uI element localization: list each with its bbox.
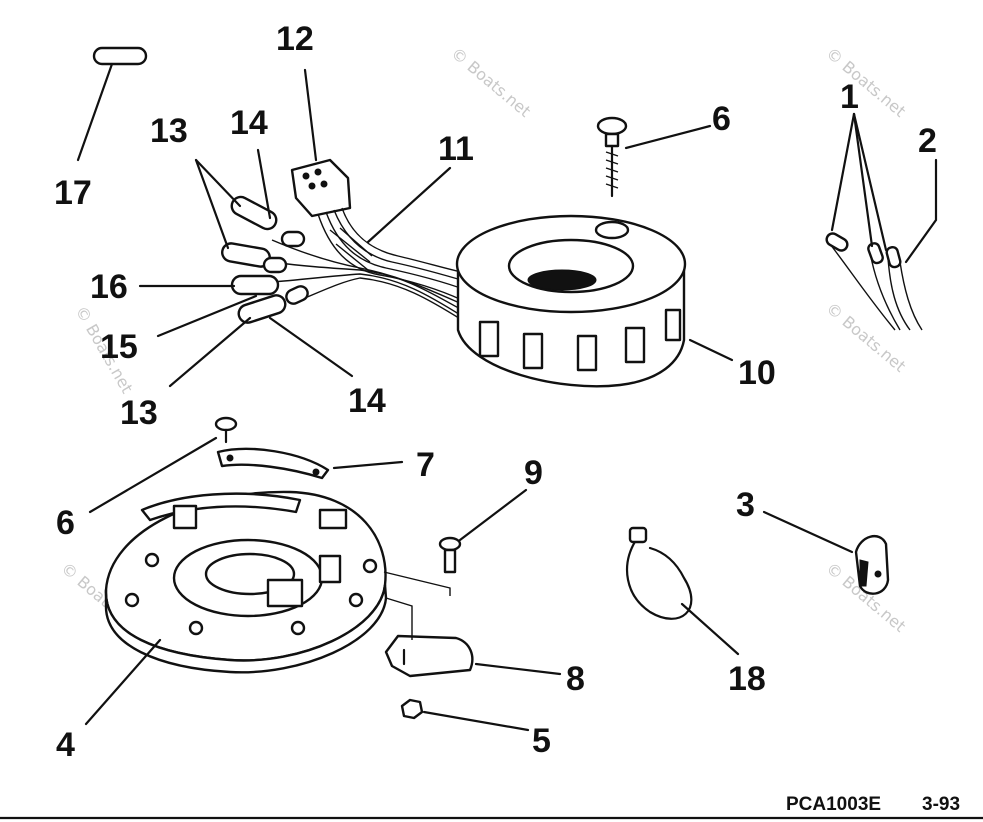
part-4-timer-base (84, 490, 388, 726)
callout-6-lower: 6 (56, 504, 75, 542)
callout-16: 16 (90, 268, 128, 306)
callout-12: 12 (276, 20, 314, 58)
callout-7: 7 (416, 446, 435, 484)
part-11-wire-harness (271, 166, 471, 321)
callout-2: 2 (918, 122, 937, 160)
callout-18: 18 (728, 660, 766, 698)
part-8-cover (384, 597, 562, 678)
wire-terminals (138, 148, 354, 388)
callout-9: 9 (524, 454, 543, 492)
callout-3: 3 (736, 486, 755, 524)
part-7-retainer (216, 447, 404, 480)
callout-1: 1 (840, 78, 859, 116)
watermark: © Boats.net (447, 44, 534, 121)
callout-6-top: 6 (712, 100, 731, 138)
figure-date-text: 3-93 (922, 794, 960, 815)
part-6-screw-top (596, 116, 712, 198)
watermark: © Boats.net (822, 299, 909, 376)
callout-4: 4 (56, 726, 75, 764)
part-6-screw-lower (88, 416, 238, 514)
part-5-nut (400, 698, 530, 732)
callout-14-bottom: 14 (348, 382, 386, 420)
callout-8: 8 (566, 660, 585, 698)
callout-5: 5 (532, 722, 551, 760)
watermark: © Boats.net (822, 44, 909, 121)
figure-code: PCA1003E 3-93 (786, 794, 960, 815)
part-12-connector (290, 68, 352, 218)
callout-14-top: 14 (230, 104, 268, 142)
part-10-stator (455, 214, 734, 388)
callout-11: 11 (438, 130, 474, 168)
parts-1-2-leads (825, 112, 938, 331)
callout-10: 10 (738, 354, 776, 392)
callout-13-top: 13 (150, 112, 188, 150)
part-17-key (76, 46, 148, 162)
callouts: 1 2 3 4 5 6 6 7 8 9 10 11 12 13 13 14 14… (54, 20, 937, 764)
figure-code-text: PCA1003E (786, 794, 881, 815)
callout-17: 17 (54, 174, 92, 212)
callout-15: 15 (100, 328, 138, 366)
part-3-clip (762, 510, 890, 595)
callout-13-bottom: 13 (120, 394, 158, 432)
part-18-strap (626, 526, 740, 656)
part-9-screw (383, 488, 528, 596)
